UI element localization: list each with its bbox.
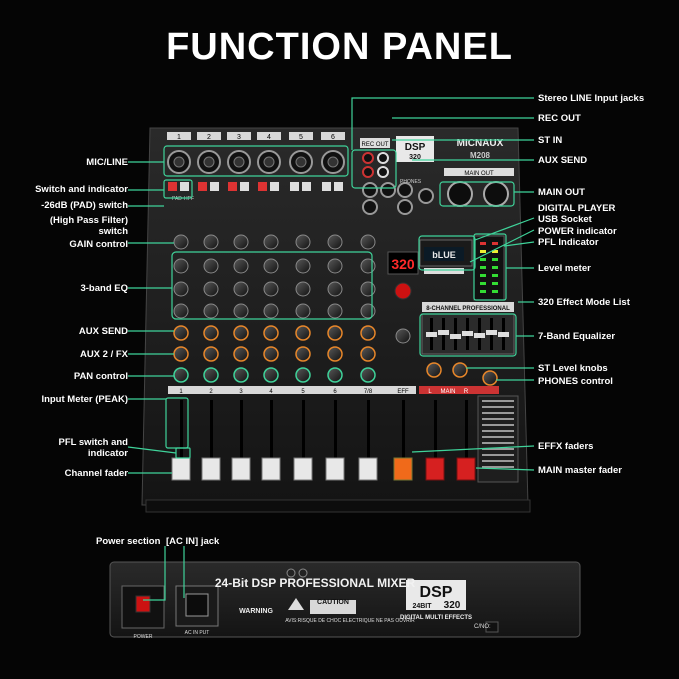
- label-st-level-knobs: ST Level knobs: [538, 363, 608, 374]
- label-pfl-switch: PFL switch and: [58, 437, 128, 448]
- channel-number: 5: [299, 134, 303, 141]
- label-input-meter: Input Meter (PEAK): [41, 394, 128, 405]
- mic-line-jacks: [167, 150, 345, 174]
- pan-knobs: [173, 367, 376, 383]
- rear-texts: 24-Bit DSP PROFESSIONAL MIXER DSP 24BIT …: [134, 576, 491, 640]
- label-aux-send-right: AUX SEND: [538, 155, 588, 166]
- phones-label: PHONES: [400, 179, 422, 185]
- label-pad-switch: -26dB (PAD) switch: [41, 200, 128, 211]
- digital-player: bLUE: [419, 239, 473, 274]
- label-phones-control: PHONES control: [538, 376, 613, 387]
- rear-warning: WARNING: [239, 608, 273, 615]
- strip-number: 6: [333, 389, 337, 395]
- rear-mixer-name: 24-Bit DSP PROFESSIONAL MIXER: [215, 576, 416, 590]
- label-switch-indicator: Switch and indicator: [35, 184, 128, 195]
- rear-dsp-num: 320: [444, 600, 461, 611]
- label-main-master-fader: MAIN master fader: [538, 465, 622, 476]
- model-name: M208: [470, 151, 491, 160]
- eq-title: 8-CHANNEL PROFESSIONAL: [426, 306, 510, 312]
- rear-ac-input-label: AC IN PUT: [185, 630, 210, 636]
- brand-name: MICNAUX: [457, 138, 504, 149]
- strip-number: 2: [209, 389, 213, 395]
- label-aux-send: AUX SEND: [78, 326, 128, 337]
- label-effx-faders: EFFX faders: [538, 441, 594, 452]
- rec-out-label: REC OUT: [362, 142, 389, 148]
- label-gain-control: GAIN control: [69, 239, 128, 250]
- rear-caution: CAUTION: [317, 599, 349, 606]
- label-st-in: ST IN: [538, 135, 563, 146]
- label-pfl-indicator-right: PFL Indicator: [538, 237, 599, 248]
- channel-number: 2: [207, 134, 211, 141]
- page-title: FUNCTION PANEL: [166, 26, 513, 68]
- strip-number: 1: [179, 389, 183, 395]
- label-hpf-switch: switch: [98, 226, 128, 237]
- svg-text:320: 320: [409, 154, 421, 161]
- channel-number: 4: [267, 134, 271, 141]
- channel-faders: [171, 400, 476, 481]
- label-pan-control: PAN control: [73, 371, 128, 382]
- l-label: L: [428, 389, 432, 395]
- label-ac-in-jack: [AC IN] jack: [166, 536, 220, 547]
- rear-dsp-sub: DIGITAL MULTI EFFECTS: [400, 615, 472, 621]
- aux-knobs: [173, 325, 376, 362]
- strip-number: 3: [239, 389, 243, 395]
- label-rec-out: REC OUT: [538, 113, 581, 124]
- mixer-top-panel: 1 2 3 4 5 6 PAD HPF: [141, 127, 531, 513]
- main-out-label: MAIN OUT: [464, 171, 494, 177]
- strip-number: 7/8: [364, 389, 373, 395]
- rear-dsp-logo: DSP: [420, 584, 453, 601]
- player-display: bLUE: [432, 250, 456, 260]
- st-phones-knobs: [426, 362, 498, 386]
- label-mic-line: MIC/LINE: [86, 157, 128, 168]
- pad-label: PAD: [172, 196, 182, 202]
- channel-number: 3: [237, 134, 241, 141]
- callout-lines: [127, 97, 535, 601]
- label-3band-eq: 3-band EQ: [80, 283, 128, 294]
- svg-text:DSP: DSP: [405, 142, 426, 153]
- hpf-label: HPF: [184, 196, 194, 202]
- label-channel-fader: Channel fader: [64, 468, 128, 479]
- label-effect-mode-list: 320 Effect Mode List: [538, 297, 630, 308]
- fader-number-strip: 1 2 3 4 5 6 7/8 EFF L MAIN R: [168, 386, 499, 395]
- channel-number: 1: [177, 134, 181, 141]
- strip-number: 5: [301, 389, 305, 395]
- effect-number-display: 320: [391, 256, 415, 272]
- r-label: R: [464, 389, 469, 395]
- label-power-indicator: POWER indicator: [538, 226, 617, 237]
- label-stereo-line-input: Stereo LINE Input jacks: [538, 93, 645, 104]
- mixer-rear-panel: [109, 561, 581, 638]
- label-digital-player: DIGITAL PLAYER: [538, 203, 616, 214]
- stereo-io-section: REC OUT PHONES: [360, 138, 422, 215]
- label-power-section: Power section: [96, 536, 161, 547]
- effects-display: 320: [387, 251, 419, 344]
- main-label: MAIN: [441, 389, 456, 395]
- pad-hpf-switches: PAD HPF: [168, 182, 343, 202]
- label-hpf: (High Pass Filter): [49, 215, 128, 226]
- level-meter: [473, 235, 505, 301]
- effect-mode-list: [477, 395, 519, 483]
- strip-number: 4: [269, 389, 273, 395]
- rear-cno-label: C/NO:: [474, 624, 491, 630]
- label-main-out: MAIN OUT: [538, 187, 585, 198]
- label-7band-eq: 7-Band Equalizer: [538, 331, 616, 342]
- eff-label: EFF: [397, 389, 409, 395]
- rear-dsp-bits: 24BIT: [412, 603, 432, 610]
- label-pfl-indicator: indicator: [87, 448, 128, 459]
- rear-avis: AVIS:RISQUE DE CHOC ELECTRIQUE NE PAS OU…: [285, 618, 415, 624]
- rear-power-label: POWER: [134, 634, 153, 640]
- label-level-meter: Level meter: [538, 263, 591, 274]
- label-aux2-fx: AUX 2 / FX: [79, 349, 128, 360]
- label-usb-socket: USB Socket: [538, 214, 592, 225]
- channel-number-strip: 1 2 3 4 5 6: [167, 132, 345, 141]
- channel-number: 6: [331, 134, 335, 141]
- seven-band-equalizer: 8-CHANNEL PROFESSIONAL: [421, 302, 515, 355]
